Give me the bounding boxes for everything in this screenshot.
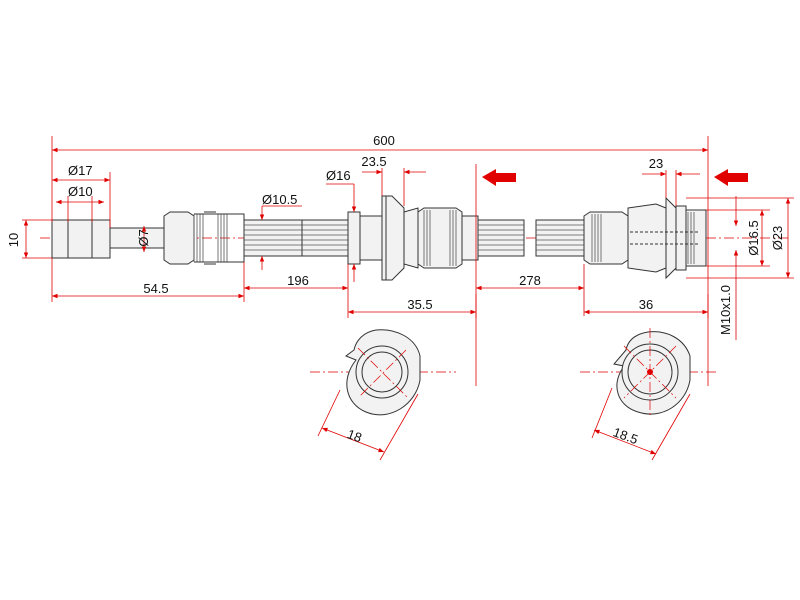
dim-overall-length: 600 — [51, 133, 709, 222]
dim-height-10: 10 — [6, 219, 52, 259]
dim-dia-17: Ø17 — [52, 163, 111, 228]
dim-dia-16-5: Ø16.5 — [706, 209, 770, 267]
dim-len-278: 278 — [476, 264, 585, 316]
left-arrow-icon — [714, 169, 748, 186]
bracket-left-label: 18 — [345, 426, 364, 445]
dim-len-36: 36 — [584, 294, 709, 318]
dim-width-23-5: 23.5 — [361, 154, 426, 206]
dim-thread: M10x1.0 — [718, 196, 739, 340]
right-fitting — [583, 196, 707, 280]
left-fitting — [51, 211, 245, 265]
dia-17-label: Ø17 — [68, 163, 93, 178]
len-35-5-label: 35.5 — [407, 297, 432, 312]
height-10-label: 10 — [6, 233, 21, 247]
dia-23-label: Ø23 — [770, 226, 785, 251]
dim-dia-23: Ø23 — [686, 197, 794, 279]
dim-dia-7: Ø7 — [136, 226, 151, 252]
left-arrow-icon — [482, 169, 516, 186]
dim-dia-10-5: Ø10.5 — [259, 192, 302, 270]
hose-section-1 — [243, 219, 349, 257]
thread-label: M10x1.0 — [718, 285, 733, 335]
len-54-5-label: 54.5 — [143, 281, 168, 296]
dia-10-5-label: Ø10.5 — [262, 192, 297, 207]
bracket-end-view-left: 18 — [310, 329, 456, 461]
len-196-label: 196 — [287, 273, 309, 288]
dim-len-54-5: 54.5 — [51, 258, 245, 302]
dia-7-label: Ø7 — [136, 229, 151, 246]
middle-bracket-fitting — [347, 195, 479, 281]
dim-len-35-5: 35.5 — [347, 294, 477, 318]
hose-section-2 — [477, 219, 585, 257]
dim-dia-16: Ø16 — [326, 168, 357, 282]
len-278-label: 278 — [519, 273, 541, 288]
width-23-label: 23 — [649, 156, 663, 171]
bracket-right-label: 18.5 — [611, 424, 640, 447]
dim-width-23: 23 — [642, 156, 700, 206]
overall-length-label: 600 — [373, 133, 395, 148]
bracket-end-view-right: 18.5 — [580, 328, 718, 461]
len-36-label: 36 — [639, 297, 653, 312]
dia-16-label: Ø16 — [326, 168, 351, 183]
dia-10-label: Ø10 — [68, 184, 93, 199]
dia-16-5-label: Ø16.5 — [746, 220, 761, 255]
dim-len-196: 196 — [244, 264, 349, 294]
width-23-5-label: 23.5 — [361, 154, 386, 169]
dim-dia-10: Ø10 — [56, 184, 104, 222]
